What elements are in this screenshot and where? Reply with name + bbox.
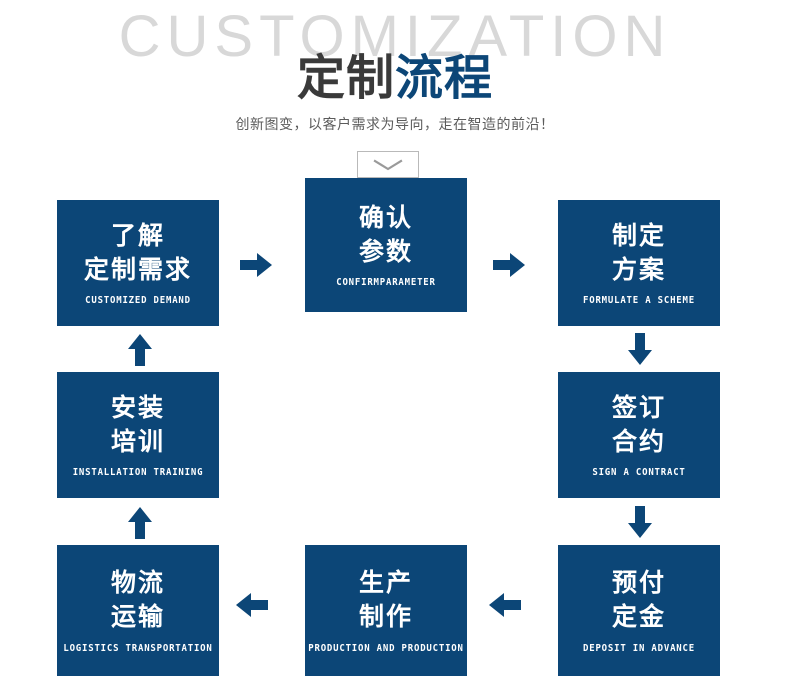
step-box-logistics-transportation[interactable]: 物流 运输 LOGISTICS TRANSPORTATION — [57, 545, 219, 676]
step-cn-line2: 培训 — [110, 427, 165, 456]
step-cn-line1: 制定 — [611, 221, 666, 250]
step-cn-line2: 合约 — [611, 427, 666, 456]
page-title-dark: 定制 — [296, 52, 395, 105]
step-cn-line1: 生产 — [358, 569, 413, 598]
step-cn-line1: 物流 — [110, 569, 165, 598]
page-subtitle: 创新图变，以客户需求为导向，走在智造的前沿！ — [235, 116, 555, 132]
step-en-label: LOGISTICS TRANSPORTATION — [63, 643, 213, 655]
step-cn-line2: 参数 — [358, 237, 413, 266]
step-cn-line1: 确认 — [358, 203, 413, 232]
chevron-down-toggle[interactable] — [357, 151, 419, 178]
step-en-label: INSTALLATION TRAINING — [72, 467, 204, 479]
arrow-down-icon-scheme-to-contract — [627, 333, 653, 366]
step-box-installation-training[interactable]: 安装 培训 INSTALLATION TRAINING — [57, 372, 219, 498]
chevron-down-icon — [373, 158, 403, 171]
step-en-label: DEPOSIT IN ADVANCE — [583, 643, 695, 655]
arrow-left-icon-deposit-to-production — [488, 592, 521, 618]
page-title: 定制流程 — [0, 55, 790, 103]
step-box-confirm-parameter[interactable]: 确认 参数 CONFIRMPARAMETER — [305, 178, 467, 312]
step-en-label: CONFIRMPARAMETER — [336, 277, 436, 289]
step-cn-line2: 方案 — [611, 255, 666, 284]
step-cn-line2: 运输 — [110, 603, 165, 631]
page-title-blue: 流程 — [395, 52, 494, 105]
watermark-text: CUSTOMIZATION — [118, 4, 672, 69]
step-box-customized-demand[interactable]: 了解 定制需求 CUSTOMIZED DEMAND — [57, 200, 219, 326]
arrow-right-icon-demand-to-parameter — [240, 252, 273, 278]
step-cn-line1: 签订 — [611, 393, 666, 422]
step-cn-line2: 定制需求 — [83, 255, 192, 284]
step-cn-line2: 定金 — [611, 603, 666, 631]
arrow-up-icon-installation-to-demand — [127, 333, 153, 366]
arrow-right-icon-parameter-to-scheme — [493, 252, 526, 278]
step-box-deposit-in-advance[interactable]: 预付 定金 DEPOSIT IN ADVANCE — [558, 545, 720, 676]
step-box-production-and-production[interactable]: 生产 制作 PRODUCTION AND PRODUCTION — [305, 545, 467, 676]
step-cn-line1: 安装 — [110, 393, 165, 422]
arrow-left-icon-production-to-logistics — [235, 592, 268, 618]
arrow-down-icon-contract-to-deposit — [627, 506, 653, 539]
step-cn-line2: 制作 — [358, 603, 413, 631]
step-en-label: FORMULATE A SCHEME — [583, 295, 695, 307]
step-cn-line1: 了解 — [110, 221, 165, 250]
step-en-label: CUSTOMIZED DEMAND — [85, 295, 191, 307]
step-box-sign-a-contract[interactable]: 签订 合约 SIGN A CONTRACT — [558, 372, 720, 498]
step-en-label: PRODUCTION AND PRODUCTION — [308, 643, 464, 655]
step-cn-line1: 预付 — [611, 569, 666, 598]
arrow-up-icon-logistics-to-installation — [127, 506, 153, 539]
step-box-formulate-a-scheme[interactable]: 制定 方案 FORMULATE A SCHEME — [558, 200, 720, 326]
step-en-label: SIGN A CONTRACT — [592, 467, 686, 479]
